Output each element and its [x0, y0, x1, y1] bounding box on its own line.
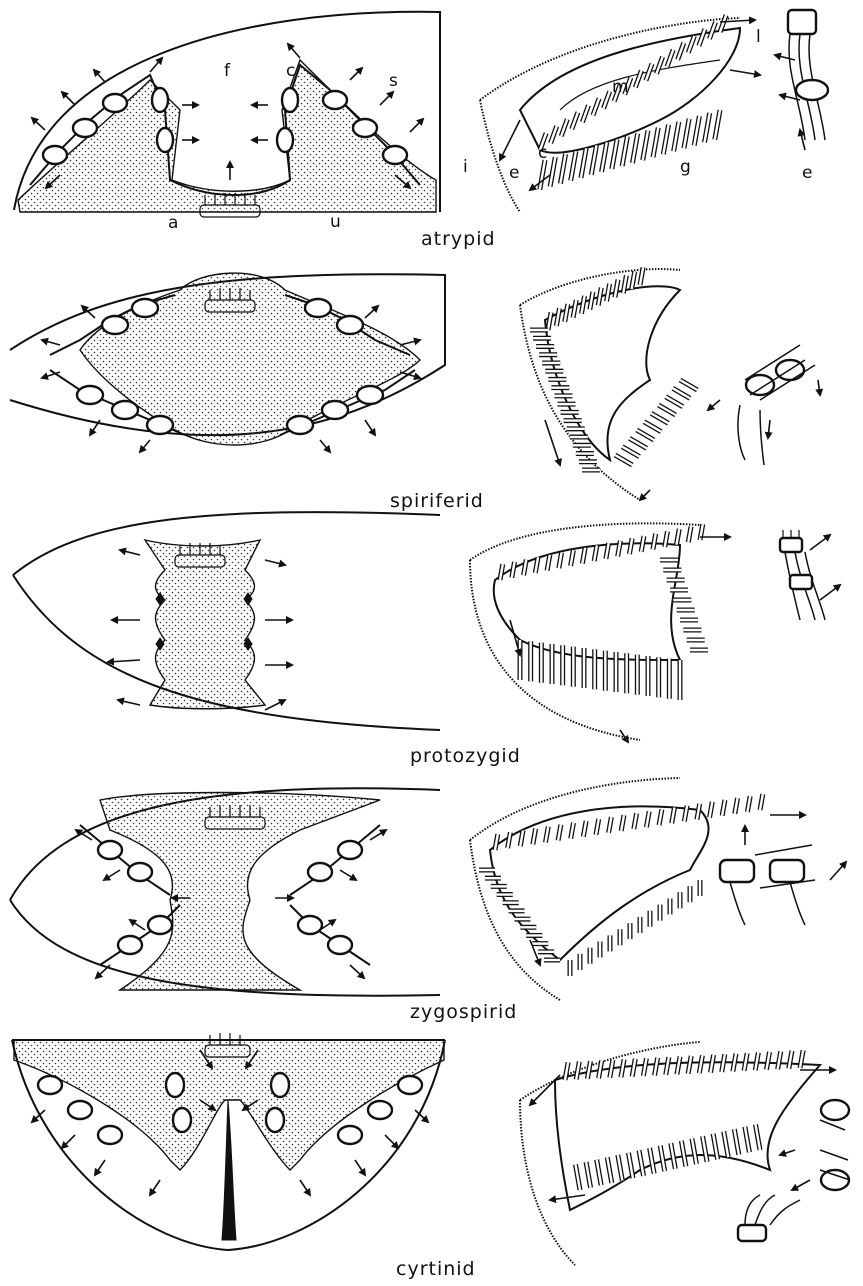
label-atrypid: atrypid — [421, 228, 496, 250]
label-zygospirid: zygospirid — [410, 1001, 517, 1023]
zygospirid-plan-view — [10, 788, 440, 996]
cyrtinid-detail-coil — [738, 1100, 850, 1241]
label-m: m — [612, 77, 629, 97]
filament-highlight — [622, 447, 639, 457]
filament-highlight — [637, 430, 654, 440]
protozygid-filaments — [500, 524, 708, 700]
protozygid-oblique-view — [470, 523, 840, 742]
zygospirid-filaments — [479, 794, 763, 976]
panel-zygospirid: zygospirid — [10, 778, 846, 1023]
label-f: f — [224, 61, 231, 81]
cyrtinid-oblique-view — [520, 1042, 850, 1265]
label-i: i — [463, 157, 468, 177]
zygospirid-detail-coil — [720, 826, 846, 925]
atrypid-plan-view — [14, 12, 440, 217]
spiriferid-plan-view — [10, 273, 445, 452]
label-u: u — [330, 212, 341, 232]
panel-cyrtinid: cyrtinid — [12, 1033, 850, 1280]
spiriferid-detail-coil — [708, 345, 820, 465]
filament-highlight — [651, 413, 668, 423]
atrypid-oblique-view — [480, 10, 828, 212]
protozygid-detail-coil — [780, 530, 840, 620]
filament-highlight — [644, 422, 661, 432]
filament-highlight — [615, 455, 632, 465]
filament-highlight — [680, 380, 697, 390]
label-s: s — [389, 71, 398, 91]
protozygid-plan-view — [13, 512, 440, 730]
label-spiriferid: spiriferid — [390, 490, 484, 512]
label-l: l — [756, 27, 761, 47]
filament-highlight — [629, 438, 646, 448]
spiriferid-oblique-view — [520, 267, 820, 500]
cyrtinid-plan-view — [12, 1033, 445, 1250]
filament-highlight — [658, 405, 675, 415]
panel-spiriferid: spiriferid — [10, 267, 820, 512]
panel-atrypid: f c s a u l m c i e g e atrypid — [14, 10, 828, 250]
atrypid-filaments — [540, 15, 726, 189]
label-c2: c — [538, 143, 547, 163]
label-e: e — [509, 163, 519, 183]
panel-protozygid: protozygid — [13, 512, 840, 767]
atrypid-detail-coil — [775, 10, 828, 150]
label-cyrtinid: cyrtinid — [396, 1258, 476, 1280]
label-protozygid: protozygid — [410, 745, 521, 767]
filament-highlight — [666, 397, 683, 407]
label-a: a — [168, 213, 178, 233]
zygospirid-oblique-view — [470, 778, 846, 1000]
label-e2: e — [802, 163, 812, 183]
filament-highlight — [673, 388, 690, 398]
label-c: c — [286, 61, 295, 81]
label-g: g — [680, 157, 691, 177]
